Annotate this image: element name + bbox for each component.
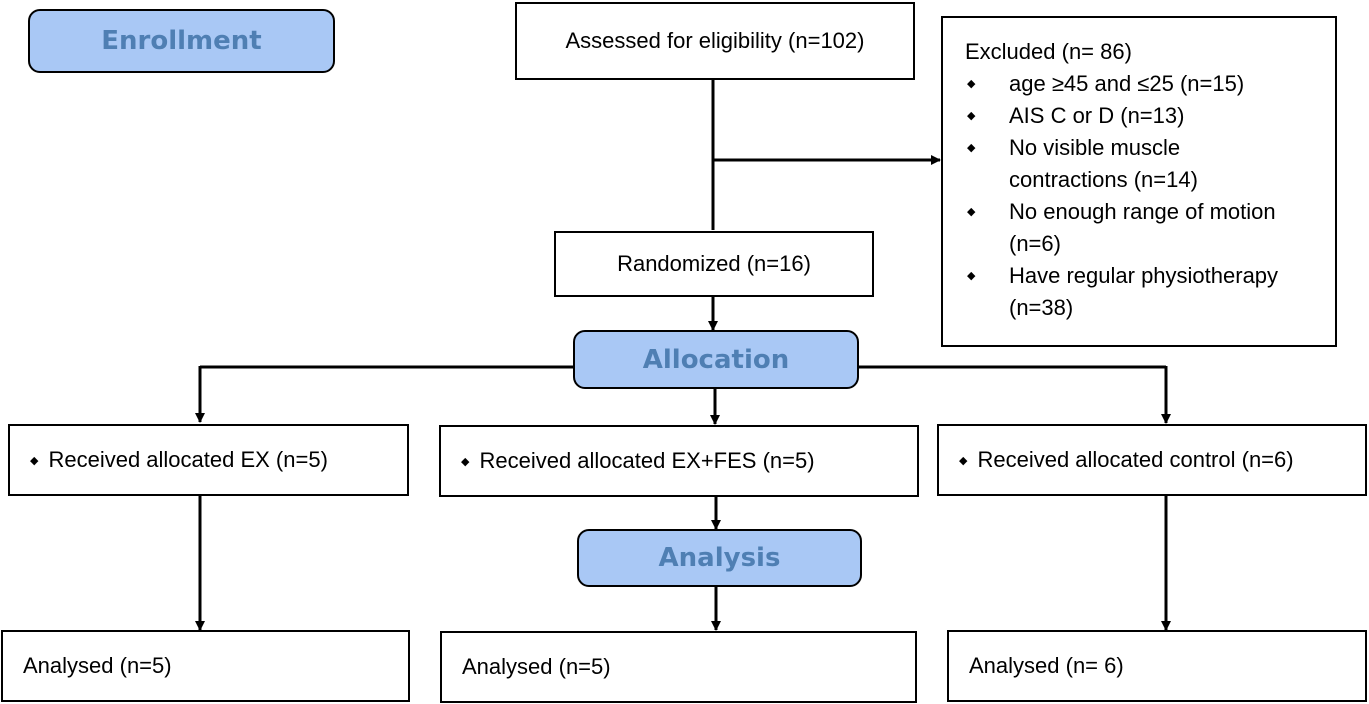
exclusion-item-line: Have regular physiotherapy	[1009, 263, 1279, 288]
exclusion-list: ◆ age ≥45 and ≤25 (n=15) ◆ AIS C or D (n…	[965, 68, 1335, 324]
diamond-bullet-icon: ◆	[959, 455, 968, 467]
exclusion-item: ◆ AIS C or D (n=13)	[965, 100, 1335, 132]
allocated-ex-box: ◆ Received allocated EX (n=5)	[8, 424, 409, 496]
exclusion-item-line: contractions (n=14)	[1009, 167, 1198, 192]
analysis-phase-label: Analysis	[577, 529, 862, 587]
exclusion-item-text: No visible muscle contractions (n=14)	[1009, 132, 1198, 196]
exclusion-item: ◆ Have regular physiotherapy (n=38)	[965, 260, 1335, 324]
exclusion-item-line: No visible muscle	[1009, 135, 1181, 160]
diamond-bullet-icon: ◆	[967, 78, 976, 90]
allocation-phase-label: Allocation	[573, 330, 859, 389]
exclusion-item-line: No enough range of motion	[1009, 199, 1276, 224]
exclusion-item-text: AIS C or D (n=13)	[1009, 103, 1185, 128]
allocated-ex-text: Received allocated EX (n=5)	[48, 447, 328, 472]
allocated-exfes-text: Received allocated EX+FES (n=5)	[479, 448, 815, 473]
excluded-box: Excluded (n= 86) ◆ age ≥45 and ≤25 (n=15…	[941, 16, 1337, 347]
exclusion-item-text: No enough range of motion (n=6)	[1009, 196, 1276, 260]
diamond-bullet-icon: ◆	[967, 206, 976, 218]
assessed-box: Assessed for eligibility (n=102)	[515, 2, 915, 80]
diamond-bullet-icon: ◆	[967, 142, 976, 154]
analysed-control-text: Analysed (n= 6)	[969, 653, 1124, 678]
analysed-exfes-box: Analysed (n=5)	[440, 631, 917, 703]
diamond-bullet-icon: ◆	[967, 110, 976, 122]
exclusion-item: ◆ No visible muscle contractions (n=14)	[965, 132, 1335, 196]
diamond-bullet-icon: ◆	[461, 456, 470, 468]
exclusion-item-line: (n=38)	[1009, 295, 1074, 320]
randomized-box: Randomized (n=16)	[554, 231, 874, 297]
diamond-bullet-icon: ◆	[967, 270, 976, 282]
exclusion-item-text: Have regular physiotherapy (n=38)	[1009, 260, 1278, 324]
excluded-title: Excluded (n= 86)	[965, 39, 1132, 64]
allocated-exfes-box: ◆ Received allocated EX+FES (n=5)	[439, 425, 919, 497]
analysed-ex-text: Analysed (n=5)	[23, 653, 172, 678]
diamond-bullet-icon: ◆	[30, 455, 39, 467]
exclusion-item-text: age ≥45 and ≤25 (n=15)	[1009, 71, 1245, 96]
analysed-exfes-text: Analysed (n=5)	[462, 654, 611, 679]
allocated-control-box: ◆ Received allocated control (n=6)	[937, 424, 1367, 496]
analysed-control-box: Analysed (n= 6)	[947, 630, 1367, 702]
exclusion-item: ◆ No enough range of motion (n=6)	[965, 196, 1335, 260]
exclusion-item: ◆ age ≥45 and ≤25 (n=15)	[965, 68, 1335, 100]
randomized-text: Randomized (n=16)	[617, 251, 811, 276]
enrollment-phase-label: Enrollment	[28, 9, 335, 73]
assessed-text: Assessed for eligibility (n=102)	[565, 28, 865, 53]
analysed-ex-box: Analysed (n=5)	[1, 630, 410, 702]
exclusion-item-line: (n=6)	[1009, 231, 1061, 256]
allocated-control-text: Received allocated control (n=6)	[977, 447, 1294, 472]
